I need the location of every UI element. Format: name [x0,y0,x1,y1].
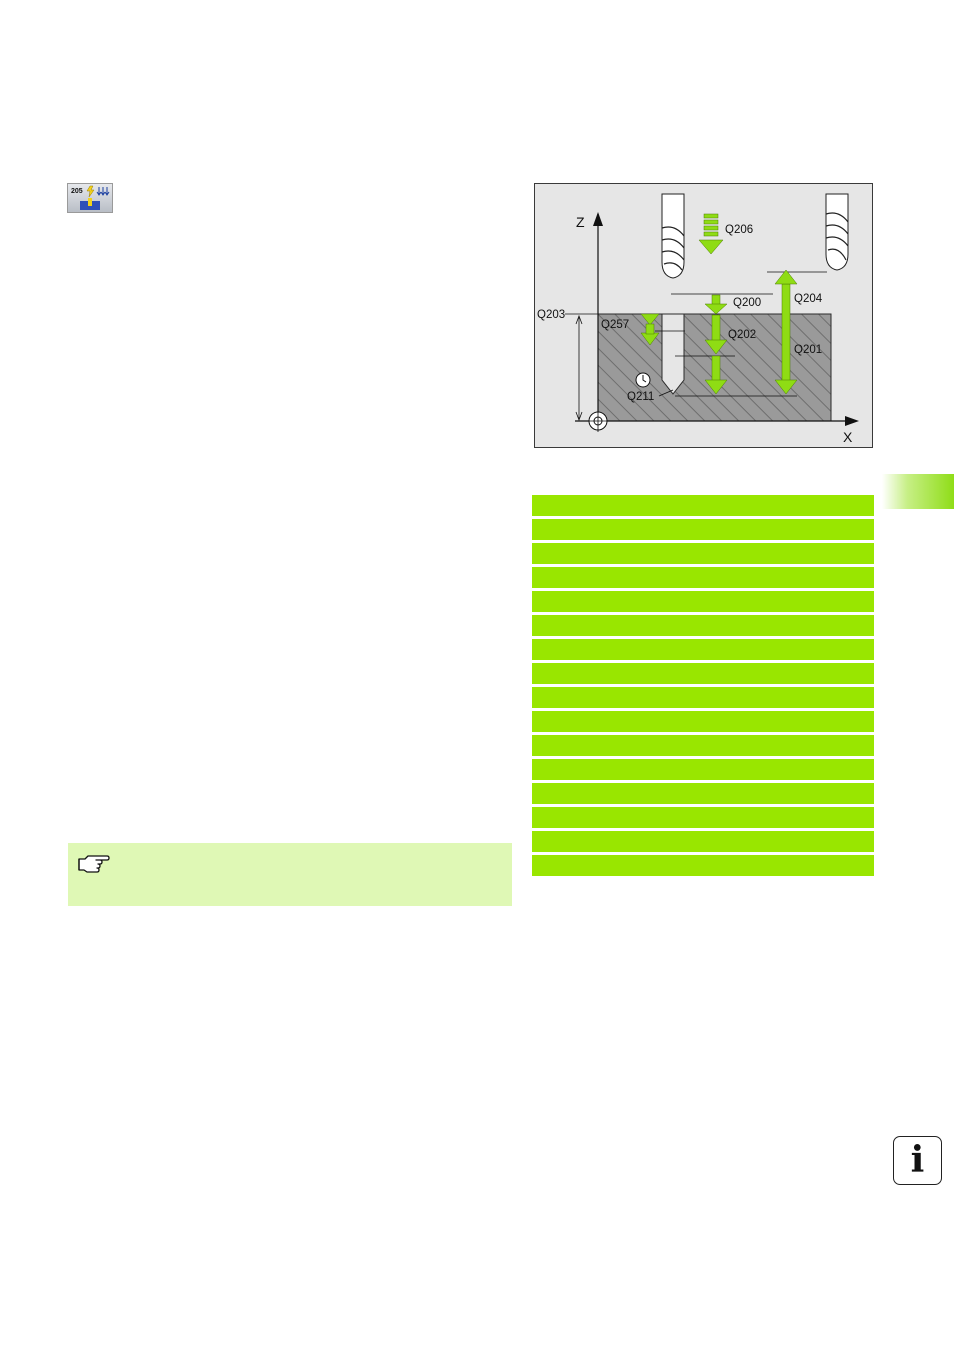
q201-label: Q201 [794,344,822,356]
table-row [532,783,874,804]
q200-label: Q200 [733,297,761,309]
table-row [532,711,874,732]
table-row [532,807,874,828]
second-setup-clearance-arrow [774,269,798,395]
q203-label: Q203 [537,309,565,321]
cycle-number: 205 [71,188,83,195]
total-depth-arrow [704,355,728,395]
table-row [532,759,874,780]
q204-label: Q204 [794,293,823,305]
drilled-hole [661,313,685,395]
q202-label: Q202 [728,329,756,341]
table-row [532,567,874,588]
plunging-depth-arrow [704,314,728,355]
q257-label: Q257 [601,319,629,331]
table-row [532,519,874,540]
table-row [532,495,874,516]
x-axis-arrow [845,416,859,426]
parameter-table [532,495,874,876]
q206-label: Q206 [725,224,753,236]
cycle-205-icon: 205 [67,183,113,213]
pointing-hand-icon [76,852,110,881]
chapter-tab [882,474,954,509]
note-box [68,843,512,906]
feed-rate-arrow [698,213,724,255]
info-icon: i [893,1136,942,1185]
drilling-cycle-diagram: Z X Q206 Q200 Q204 Q203 Q257 Q202 Q201 Q… [534,183,873,448]
table-row [532,591,874,612]
table-row [532,639,874,660]
q211-label: Q211 [627,391,654,403]
table-row [532,687,874,708]
table-row [532,831,874,852]
table-row [532,663,874,684]
dwell-time-clock-icon [635,372,651,388]
z-axis-label: Z [576,214,585,230]
table-row [532,855,874,876]
table-row [532,543,874,564]
end-mill-tool-left [661,193,685,279]
end-mill-tool-right [825,193,849,271]
x-axis-label: X [843,429,853,445]
setup-clearance-arrow [704,294,728,315]
chip-breaking-arrow [640,313,660,346]
z-axis-arrow [593,212,603,226]
table-row [532,735,874,756]
table-row [532,615,874,636]
info-glyph: i [910,1139,925,1181]
